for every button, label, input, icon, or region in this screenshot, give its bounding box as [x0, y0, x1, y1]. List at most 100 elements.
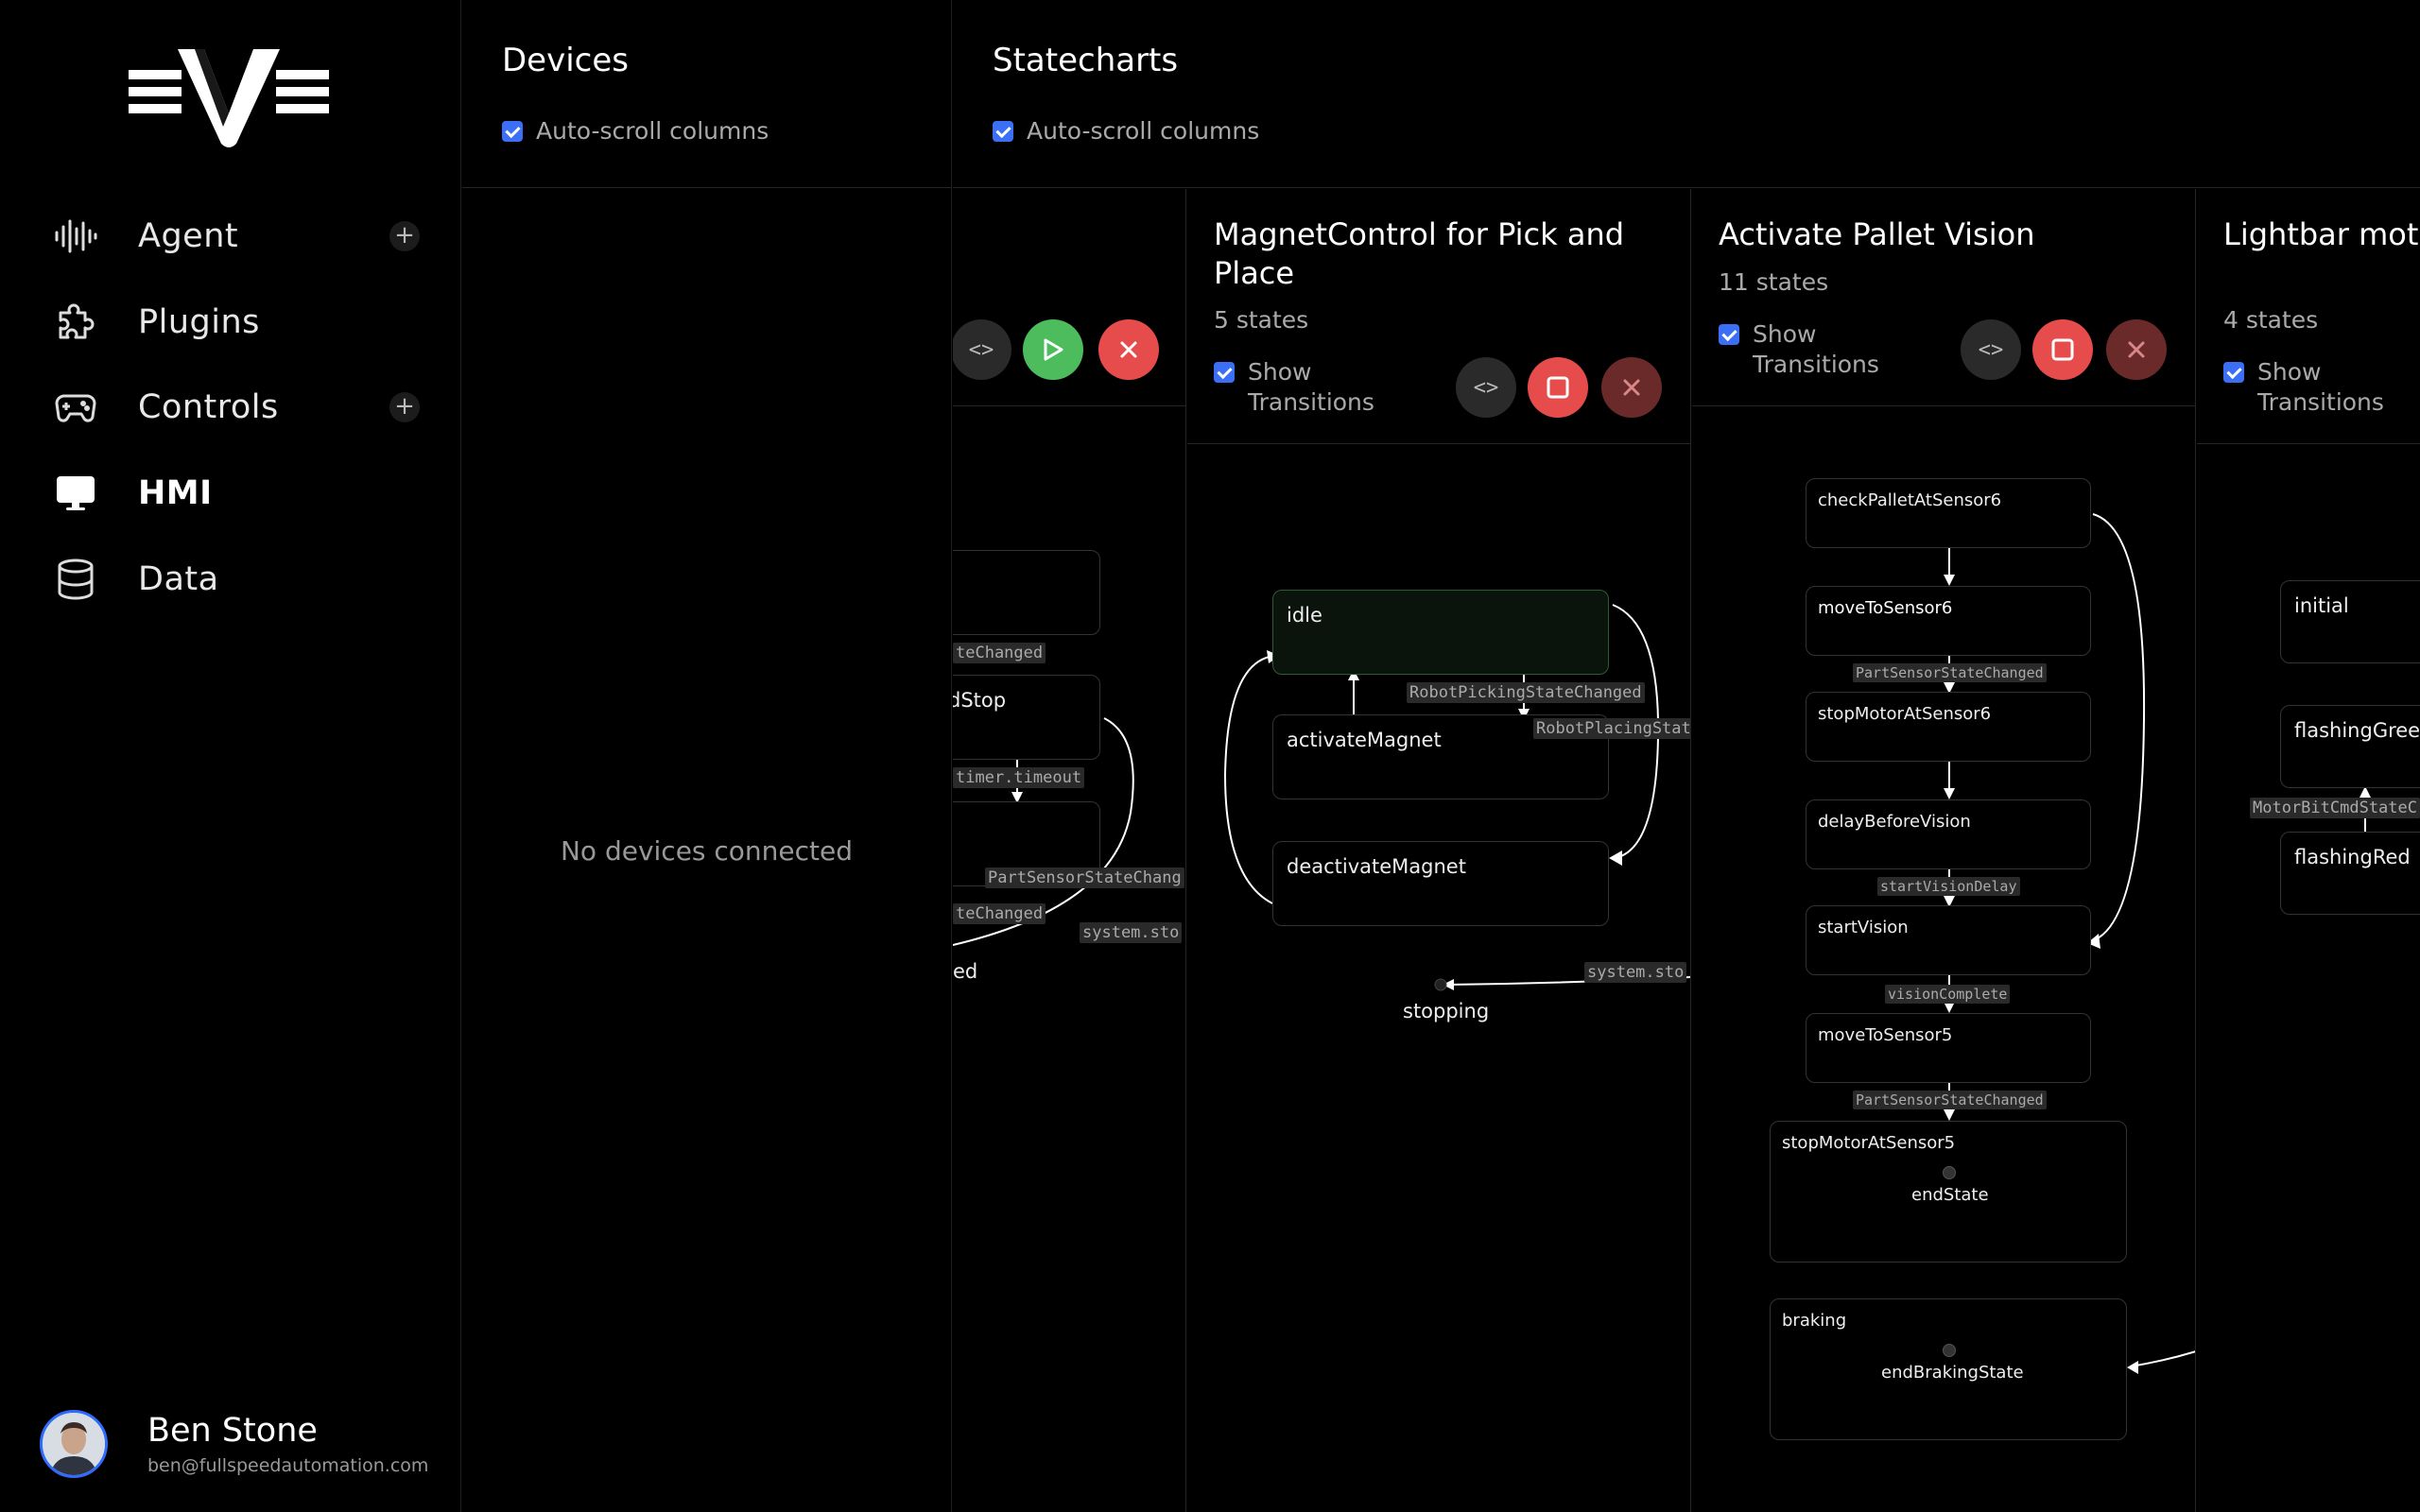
- state-label: deactivateMagnet: [1287, 855, 1466, 878]
- nav-label-agent: Agent: [138, 217, 239, 255]
- no-devices-message: No devices connected: [560, 835, 854, 867]
- remove-button[interactable]: [1601, 357, 1662, 418]
- avatar[interactable]: [40, 1410, 108, 1478]
- nav-label-controls: Controls: [138, 388, 279, 426]
- statecharts-autoscroll-toggle[interactable]: Auto-scroll columns: [993, 117, 1259, 145]
- state-box[interactable]: flashingGreen: [2280, 705, 2420, 788]
- nav-item-controls[interactable]: Controls +: [53, 379, 431, 436]
- code-icon: <>: [968, 337, 994, 362]
- nav-item-data[interactable]: Data: [53, 551, 431, 608]
- statechart-title: Activate Pallet Vision: [1719, 216, 2035, 252]
- state-label: flashingGreen: [2294, 719, 2420, 742]
- statechart-column-partial: <> dStop teChanged timer.timeout PartSen…: [953, 189, 1186, 1512]
- statecharts-panel: Statecharts Auto-scroll columns <> dStop…: [953, 0, 2420, 1512]
- transition-label: teChanged: [953, 903, 1046, 924]
- state-box[interactable]: deactivateMagnet: [1272, 841, 1609, 926]
- code-icon: <>: [1978, 337, 2004, 362]
- statechart-title: Lightbar moto follower: [2223, 216, 2420, 252]
- statecharts-title: Statecharts: [993, 42, 1179, 79]
- state-box[interactable]: initial: [2280, 580, 2420, 663]
- nav-item-hmi[interactable]: HMI: [53, 465, 431, 522]
- column-header: <>: [953, 189, 1185, 406]
- column-header: MagnetControl for Pick and Place 5 state…: [1187, 189, 1690, 444]
- puzzle-icon: [53, 300, 98, 345]
- state-box[interactable]: delayBeforeVision: [1806, 799, 2091, 869]
- compound-state-box[interactable]: stopMotorAtSensor5: [1770, 1121, 2127, 1263]
- nav-label-plugins: Plugins: [138, 303, 260, 341]
- state-box-active[interactable]: idle: [1272, 590, 1609, 675]
- code-view-button[interactable]: <>: [1961, 319, 2021, 380]
- code-view-button[interactable]: <>: [1456, 357, 1516, 418]
- state-box[interactable]: moveToSensor5: [1806, 1013, 2091, 1083]
- state-box[interactable]: flashingRed: [2280, 832, 2420, 915]
- run-button[interactable]: [1023, 319, 1083, 380]
- transition-label: PartSensorStateChanged: [1853, 663, 2047, 682]
- transition-label: timer.timeout: [953, 767, 1085, 788]
- nav-label-hmi: HMI: [138, 474, 213, 512]
- state-count: 11 states: [1719, 268, 1829, 296]
- state-label: moveToSensor5: [1818, 1025, 1953, 1045]
- stop-button[interactable]: [1528, 357, 1588, 418]
- show-transitions-checkbox[interactable]: [1719, 324, 1739, 345]
- state-label: stopMotorAtSensor6: [1818, 704, 1992, 724]
- transition-label: system.sto: [1080, 922, 1183, 943]
- statecharts-autoscroll-label: Auto-scroll columns: [1027, 117, 1260, 145]
- nav-item-plugins[interactable]: Plugins: [53, 294, 431, 351]
- show-transitions-toggle[interactable]: Show Transitions: [1214, 357, 1374, 418]
- show-transitions-label: Show Transitions: [2257, 358, 2384, 416]
- show-transitions-checkbox[interactable]: [1214, 362, 1235, 383]
- play-icon: [1044, 338, 1063, 361]
- show-transitions-checkbox[interactable]: [2223, 362, 2244, 383]
- transition-label: MotorBitCmdStateC: [2250, 798, 2420, 818]
- code-icon: <>: [1473, 375, 1499, 400]
- show-transitions-toggle[interactable]: Show Transitions: [2223, 357, 2384, 418]
- stop-icon: [2051, 338, 2074, 361]
- devices-autoscroll-toggle[interactable]: Auto-scroll columns: [502, 117, 769, 145]
- compound-state-box[interactable]: braking: [1770, 1298, 2127, 1440]
- add-control-button[interactable]: +: [389, 392, 420, 422]
- state-box[interactable]: [953, 550, 1100, 635]
- show-transitions-toggle[interactable]: Show Transitions: [1719, 319, 1879, 380]
- statechart-title: MagnetControl for Pick and Place: [1214, 216, 1625, 291]
- transition-label: system.sto: [1584, 962, 1687, 983]
- user-name: Ben Stone: [147, 1412, 318, 1450]
- statechart-column-magnetcontrol: MagnetControl for Pick and Place 5 state…: [1187, 189, 1691, 1512]
- statecharts-header: Statecharts Auto-scroll columns: [953, 0, 2420, 188]
- state-label: checkPalletAtSensor6: [1818, 490, 2002, 510]
- state-box[interactable]: dStop: [953, 675, 1100, 760]
- column-header: Activate Pallet Vision 11 states Show Tr…: [1692, 189, 2195, 406]
- column-header: Lightbar moto follower 4 states Show Tra…: [2197, 189, 2420, 444]
- user-profile[interactable]: Ben Stone ben@fullspeedautomation.com: [40, 1410, 428, 1478]
- state-label: dStop: [953, 689, 1007, 712]
- stop-button[interactable]: [2032, 319, 2093, 380]
- remove-button[interactable]: [2106, 319, 2167, 380]
- state-label: stopping: [1403, 1000, 1490, 1022]
- statechart-column-lightbar: Lightbar moto follower 4 states Show Tra…: [2197, 189, 2420, 1512]
- devices-panel: Devices Auto-scroll columns No devices c…: [462, 0, 952, 1512]
- final-state-dot: [1943, 1166, 1956, 1179]
- final-state-dot: [1943, 1344, 1956, 1357]
- statecharts-autoscroll-checkbox[interactable]: [993, 120, 1013, 142]
- transition-label: PartSensorStateChang: [985, 868, 1184, 888]
- code-view-button[interactable]: <>: [953, 319, 1011, 380]
- monitor-icon: [53, 471, 98, 516]
- state-label: ed: [953, 960, 978, 983]
- close-icon: [2128, 341, 2145, 358]
- nav-item-agent[interactable]: Agent +: [53, 208, 431, 265]
- state-box[interactable]: startVision: [1806, 905, 2091, 975]
- state-box[interactable]: moveToSensor6: [1806, 586, 2091, 656]
- state-box[interactable]: stopMotorAtSensor6: [1806, 692, 2091, 762]
- devices-autoscroll-label: Auto-scroll columns: [536, 117, 769, 145]
- remove-button[interactable]: [1098, 319, 1159, 380]
- waveform-icon: [53, 214, 98, 259]
- stop-icon: [1547, 376, 1569, 399]
- state-box[interactable]: checkPalletAtSensor6: [1806, 478, 2091, 548]
- devices-autoscroll-checkbox[interactable]: [502, 120, 523, 142]
- state-count: 4 states: [2223, 306, 2319, 334]
- gamepad-icon: [53, 385, 98, 430]
- add-agent-button[interactable]: +: [389, 221, 420, 251]
- state-count: 5 states: [1214, 306, 1309, 334]
- close-icon: [1623, 379, 1640, 396]
- company-logo[interactable]: [129, 45, 329, 149]
- state-label: flashingRed: [2294, 846, 2411, 868]
